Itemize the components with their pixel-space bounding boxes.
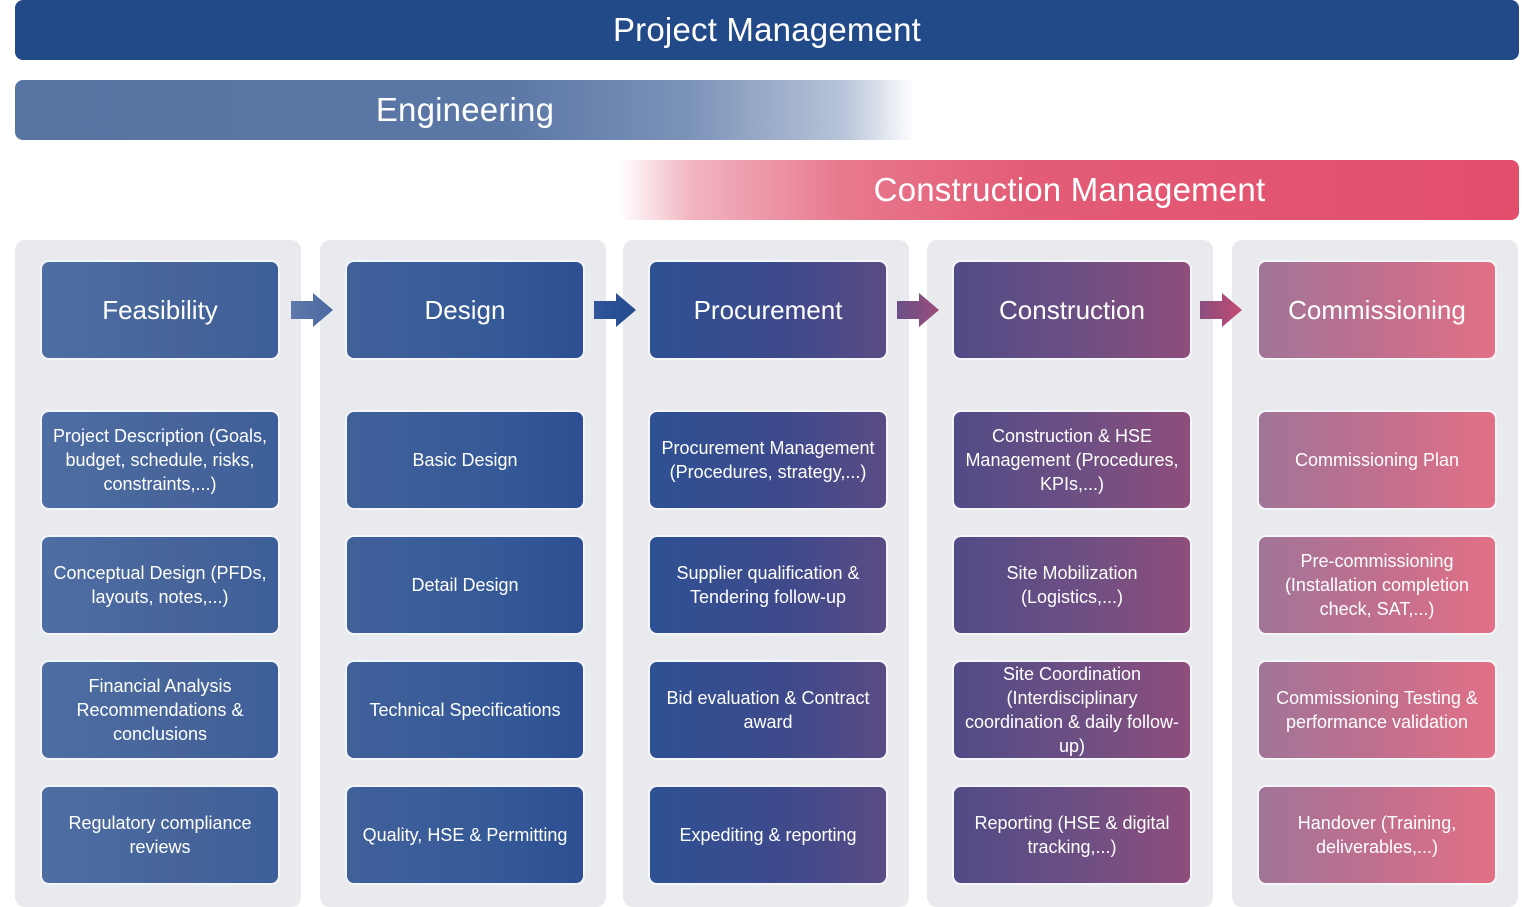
phase-item: Procurement Management (Procedures, stra… <box>648 410 888 510</box>
phase-column-commissioning: Commissioning Commissioning Plan Pre-com… <box>1232 240 1518 907</box>
right-arrow-icon <box>897 293 939 327</box>
phase-item: Supplier qualification & Tendering follo… <box>648 535 888 635</box>
phase-header-feasibility: Feasibility <box>40 260 280 360</box>
construction-management-band: Construction Management <box>620 160 1519 220</box>
phase-column-feasibility: Feasibility Project Description (Goals, … <box>15 240 301 907</box>
right-arrow-icon <box>291 293 333 327</box>
phase-item: Reporting (HSE & digital tracking,...) <box>952 785 1192 885</box>
phase-header-commissioning: Commissioning <box>1257 260 1497 360</box>
phase-header-design: Design <box>345 260 585 360</box>
phase-item: Site Coordination (Interdisciplinary coo… <box>952 660 1192 760</box>
phase-item: Detail Design <box>345 535 585 635</box>
phase-item: Commissioning Testing & performance vali… <box>1257 660 1497 760</box>
phase-item: Handover (Training, deliverables,...) <box>1257 785 1497 885</box>
project-management-label: Project Management <box>612 11 922 48</box>
phase-item: Commissioning Plan <box>1257 410 1497 510</box>
phase-header-construction: Construction <box>952 260 1192 360</box>
phase-item: Regulatory compliance reviews <box>40 785 280 885</box>
phase-item: Expediting & reporting <box>648 785 888 885</box>
project-management-band: Project Management <box>15 0 1519 60</box>
phase-item: Quality, HSE & Permitting <box>345 785 585 885</box>
engineering-band: Engineering <box>15 80 915 140</box>
phase-item: Conceptual Design (PFDs, layouts, notes,… <box>40 535 280 635</box>
phase-item: Financial Analysis Recommendations & con… <box>40 660 280 760</box>
phase-item: Construction & HSE Management (Procedure… <box>952 410 1192 510</box>
phase-column-construction: Construction Construction & HSE Manageme… <box>927 240 1213 907</box>
phase-item: Technical Specifications <box>345 660 585 760</box>
phase-column-design: Design Basic Design Detail Design Techni… <box>320 240 606 907</box>
engineering-label: Engineering <box>375 91 555 128</box>
phase-item: Site Mobilization (Logistics,...) <box>952 535 1192 635</box>
phase-item: Project Description (Goals, budget, sche… <box>40 410 280 510</box>
phase-column-procurement: Procurement Procurement Management (Proc… <box>623 240 909 907</box>
right-arrow-icon <box>594 293 636 327</box>
phase-header-procurement: Procurement <box>648 260 888 360</box>
right-arrow-icon <box>1200 293 1242 327</box>
phase-item: Bid evaluation & Contract award <box>648 660 888 760</box>
phase-item: Basic Design <box>345 410 585 510</box>
construction-management-label: Construction Management <box>873 171 1266 208</box>
phase-item: Pre-commissioning (Installation completi… <box>1257 535 1497 635</box>
